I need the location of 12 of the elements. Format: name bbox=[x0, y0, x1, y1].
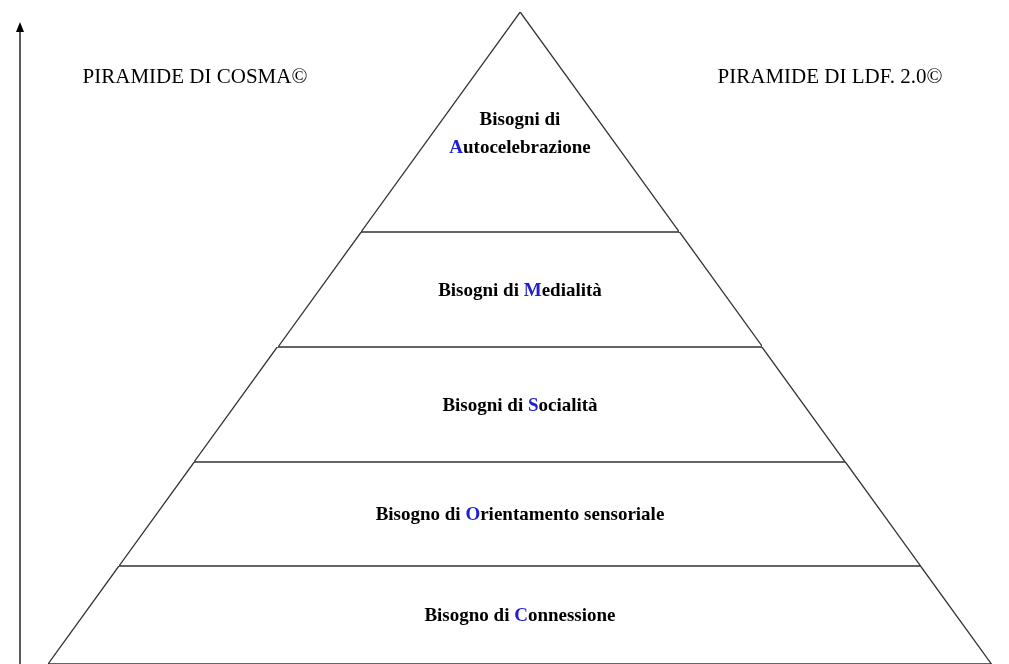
pyramid-heading: PIRAMIDE DI LDF. 2.0© bbox=[716, 63, 944, 90]
level-label: Bisogni di Medialità bbox=[438, 277, 602, 302]
pyramid-band bbox=[194, 347, 846, 462]
level-label: Bisogni di Autocelebrazione bbox=[448, 107, 592, 159]
level-label: Bisogno di Orientamento sensoriale bbox=[375, 502, 665, 527]
pyramid-band bbox=[48, 566, 992, 664]
pyramid-band bbox=[119, 462, 921, 566]
pyramid-top-triangle bbox=[360, 12, 680, 232]
level-label: Bisogni di Socialità bbox=[442, 392, 598, 417]
level-label: Bisogno di Connessione bbox=[424, 603, 616, 628]
pyramid-heading: PIRAMIDE DI COSMA© bbox=[81, 63, 309, 90]
pyramid-band bbox=[277, 232, 763, 347]
